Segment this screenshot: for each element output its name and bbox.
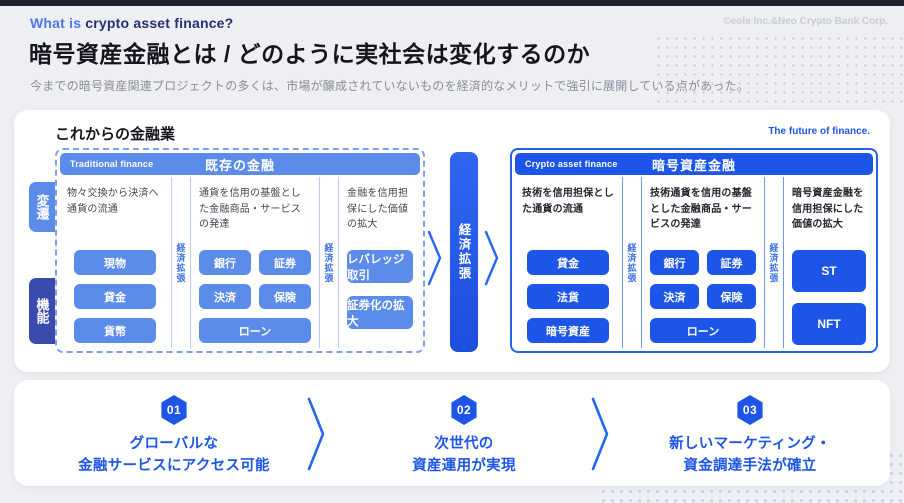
traditional-finance-body: 物々交換から決済へ通貨の流通 現物 貸金 貨幣 経済拡張 通貨を信用の基盤とした…: [59, 177, 421, 348]
chip-leverage-trading: レバレッジ取引: [347, 250, 413, 283]
crypto-column-currency: 技術を信用担保とした通貨の流通 貸金 法貨 暗号資産: [514, 177, 622, 348]
chip-stack: 現物 貸金 貨幣: [67, 250, 163, 343]
benefit-item-global-access: 01 グローバルな 金融サービスにアクセス可能: [44, 395, 304, 478]
benefit-line-2: 金融サービスにアクセス可能: [78, 457, 270, 474]
chip-crypto-asset: 暗号資産: [527, 318, 609, 343]
economic-expansion-label: 経済拡張: [626, 242, 637, 283]
benefit-line-2: 資金調達手法が確立: [683, 457, 817, 474]
economic-expansion-label: 経済拡張: [768, 242, 779, 283]
eyebrow-light: What is: [30, 15, 82, 31]
crypto-column-services: 技術通貨を信用の基盤とした金融商品・サービスの発達 銀行 証券 決済 保険 ロー…: [642, 177, 764, 348]
chip-loan: ローン: [650, 318, 756, 343]
traditional-column-services: 通貨を信用の基盤とした金融商品・サービスの発達 銀行 証券 決済 保険 ローン: [191, 177, 319, 348]
economic-expansion-divider: 経済拡張: [622, 177, 642, 348]
step-badge: 01: [161, 395, 187, 425]
traditional-finance-title: 既存の金融: [204, 157, 275, 173]
crypto-finance-section: 暗号資産金融 Crypto asset finance 技術を信用担保とした通貨…: [510, 148, 878, 353]
crypto-finance-title: 暗号資産金融: [651, 157, 736, 173]
diagram-tagline: The future of finance.: [768, 126, 870, 137]
column-description: 通貨を信用の基盤とした金融商品・サービスの発達: [199, 188, 301, 230]
benefit-line-1: 次世代の: [434, 436, 494, 452]
economic-expansion-bar: 経済拡張: [450, 152, 478, 352]
step-badge: 03: [737, 395, 763, 425]
eyebrow: What is crypto asset finance?: [30, 15, 233, 31]
traditional-finance-header: 既存の金融 Traditional finance: [60, 153, 420, 175]
chip-securitization: 証券化の拡大: [347, 296, 413, 329]
benefit-text: 新しいマーケティング・ 資金調達手法が確立: [669, 434, 831, 478]
crypto-finance-header: 暗号資産金融 Crypto asset finance: [515, 153, 873, 175]
chevron-right-icon: [484, 230, 499, 286]
benefit-line-1: グローバルな: [129, 436, 219, 452]
economic-expansion-label: 経済拡張: [323, 242, 334, 283]
benefit-item-new-fundraising: 03 新しいマーケティング・ 資金調達手法が確立: [620, 395, 880, 478]
benefit-text: 次世代の 資産運用が実現: [412, 434, 516, 478]
copyright-credit: ©eole Inc.&Neo Crypto Bank Corp.: [723, 16, 888, 27]
chip-grid: 銀行 証券 決済 保険 ローン: [650, 250, 756, 343]
benefit-item-next-gen-assets: 02 次世代の 資産運用が実現: [334, 395, 594, 478]
chip-stack: ST NFT: [792, 250, 866, 345]
step-badge: 02: [451, 395, 477, 425]
column-description: 物々交換から決済へ通貨の流通: [67, 188, 159, 215]
finance-diagram-card: これからの金融業 The future of finance. 変遷 機能 既存…: [14, 110, 890, 372]
chip-settlement: 決済: [650, 284, 699, 309]
chip-securities: 証券: [259, 250, 311, 275]
chip-bank: 銀行: [199, 250, 251, 275]
row-label-function: 機能: [29, 278, 55, 344]
chip-insurance: 保険: [259, 284, 311, 309]
chip-nft: NFT: [792, 303, 866, 345]
benefit-line-2: 資産運用が実現: [412, 457, 516, 474]
chevron-right-icon: [427, 230, 442, 286]
chip-currency: 貨幣: [74, 318, 156, 343]
traditional-column-value: 金融を信用担保にした価値の拡大 レバレッジ取引 証券化の拡大: [339, 177, 421, 348]
top-accent-bar: [0, 0, 904, 6]
column-description: 暗号資産金融を信用担保にした価値の拡大: [792, 188, 864, 230]
page-title: 暗号資産金融とは / どのように実社会は変化するのか: [29, 41, 591, 67]
chip-lending: 貸金: [527, 250, 609, 275]
chevron-right-icon: [307, 397, 325, 471]
economic-expansion-divider: 経済拡張: [764, 177, 784, 348]
chip-bank: 銀行: [650, 250, 699, 275]
economic-expansion-label: 経済拡張: [175, 242, 186, 283]
benefit-line-1: 新しいマーケティング・: [669, 436, 831, 452]
chip-spot-goods: 現物: [74, 250, 156, 275]
crypto-finance-body: 技術を信用担保とした通貨の流通 貸金 法貨 暗号資産 経済拡張 技術通貨を信用の…: [514, 177, 874, 348]
benefit-text: グローバルな 金融サービスにアクセス可能: [78, 434, 270, 478]
economic-expansion-bar-label: 経済拡張: [456, 223, 471, 281]
chip-security-token: ST: [792, 250, 866, 292]
chip-insurance: 保険: [707, 284, 756, 309]
chip-securities: 証券: [707, 250, 756, 275]
benefits-card: 01 グローバルな 金融サービスにアクセス可能 02 次世代の 資産運用が実現 …: [14, 380, 890, 486]
chip-stack: レバレッジ取引 証券化の拡大: [347, 250, 413, 329]
crypto-finance-tag: Crypto asset finance: [525, 159, 618, 169]
economic-expansion-divider: 経済拡張: [319, 177, 339, 348]
row-label-evolution: 変遷: [29, 182, 55, 232]
chip-fiat-currency: 法貨: [527, 284, 609, 309]
diagram-heading: これからの金融業: [55, 126, 176, 143]
dot-pattern-top: [654, 34, 904, 106]
column-description: 金融を信用担保にした価値の拡大: [347, 188, 409, 230]
traditional-finance-section: 既存の金融 Traditional finance 物々交換から決済へ通貨の流通…: [55, 148, 425, 353]
chevron-right-icon: [591, 397, 609, 471]
crypto-column-value: 暗号資産金融を信用担保にした価値の拡大 ST NFT: [784, 177, 874, 348]
traditional-finance-tag: Traditional finance: [70, 159, 154, 169]
chip-grid: 銀行 証券 決済 保険 ローン: [199, 250, 311, 343]
page-subtitle: 今までの暗号資産関連プロジェクトの多くは、市場が醸成されていないものを経済的なメ…: [30, 79, 750, 93]
eyebrow-dark: crypto asset finance?: [81, 15, 234, 31]
column-description: 技術通貨を信用の基盤とした金融商品・サービスの発達: [650, 188, 752, 230]
chip-settlement: 決済: [199, 284, 251, 309]
economic-expansion-divider: 経済拡張: [171, 177, 191, 348]
chip-stack: 貸金 法貨 暗号資産: [522, 250, 614, 343]
chip-lending: 貸金: [74, 284, 156, 309]
traditional-column-currency: 物々交換から決済へ通貨の流通 現物 貸金 貨幣: [59, 177, 171, 348]
chip-loan: ローン: [199, 318, 311, 343]
column-description: 技術を信用担保とした通貨の流通: [522, 188, 614, 215]
